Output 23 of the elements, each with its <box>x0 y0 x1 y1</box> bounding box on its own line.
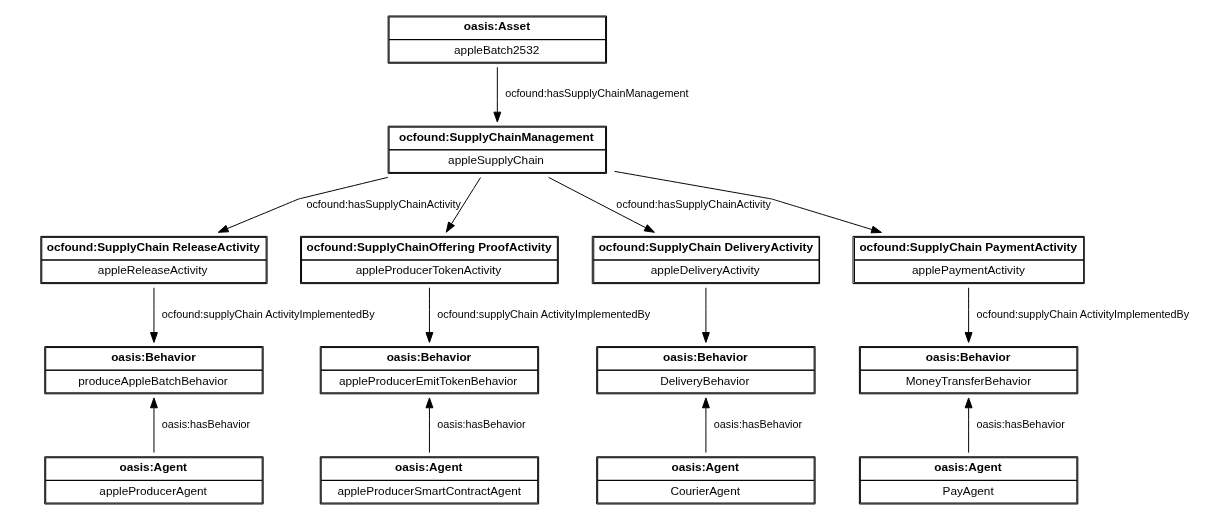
edge-label: ocfound:supplyChain ActivityImplementedBy <box>437 307 651 320</box>
edge-label: oasis:hasBehavior <box>976 418 1065 431</box>
arrow <box>150 397 158 454</box>
arrow <box>702 397 710 454</box>
edge-label: ocfound:hasSupplyChainActivity <box>306 197 461 210</box>
edge-label: ocfound:supplyChain ActivityImplementedBy <box>976 307 1190 320</box>
edge-label: ocfound:hasSupplyChainActivity <box>616 197 771 210</box>
arrow <box>217 176 389 233</box>
arrow <box>964 287 973 343</box>
edge-label: oasis:hasBehavior <box>713 418 803 431</box>
arrow <box>702 287 710 343</box>
arrow <box>493 66 502 123</box>
arrow <box>964 397 973 454</box>
edge-label: ocfound:hasSupplyChainManagement <box>505 87 689 100</box>
edge-label: oasis:hasBehavior <box>437 418 526 431</box>
edge-label: oasis:hasBehavior <box>161 418 251 431</box>
arrow <box>150 287 158 343</box>
arrow <box>445 177 482 233</box>
edge-label: ocfound:supplyChain ActivityImplementedBy <box>161 307 375 320</box>
arrow <box>425 397 434 454</box>
arrow <box>425 287 434 343</box>
arrow <box>548 176 655 233</box>
arrow <box>614 170 882 234</box>
